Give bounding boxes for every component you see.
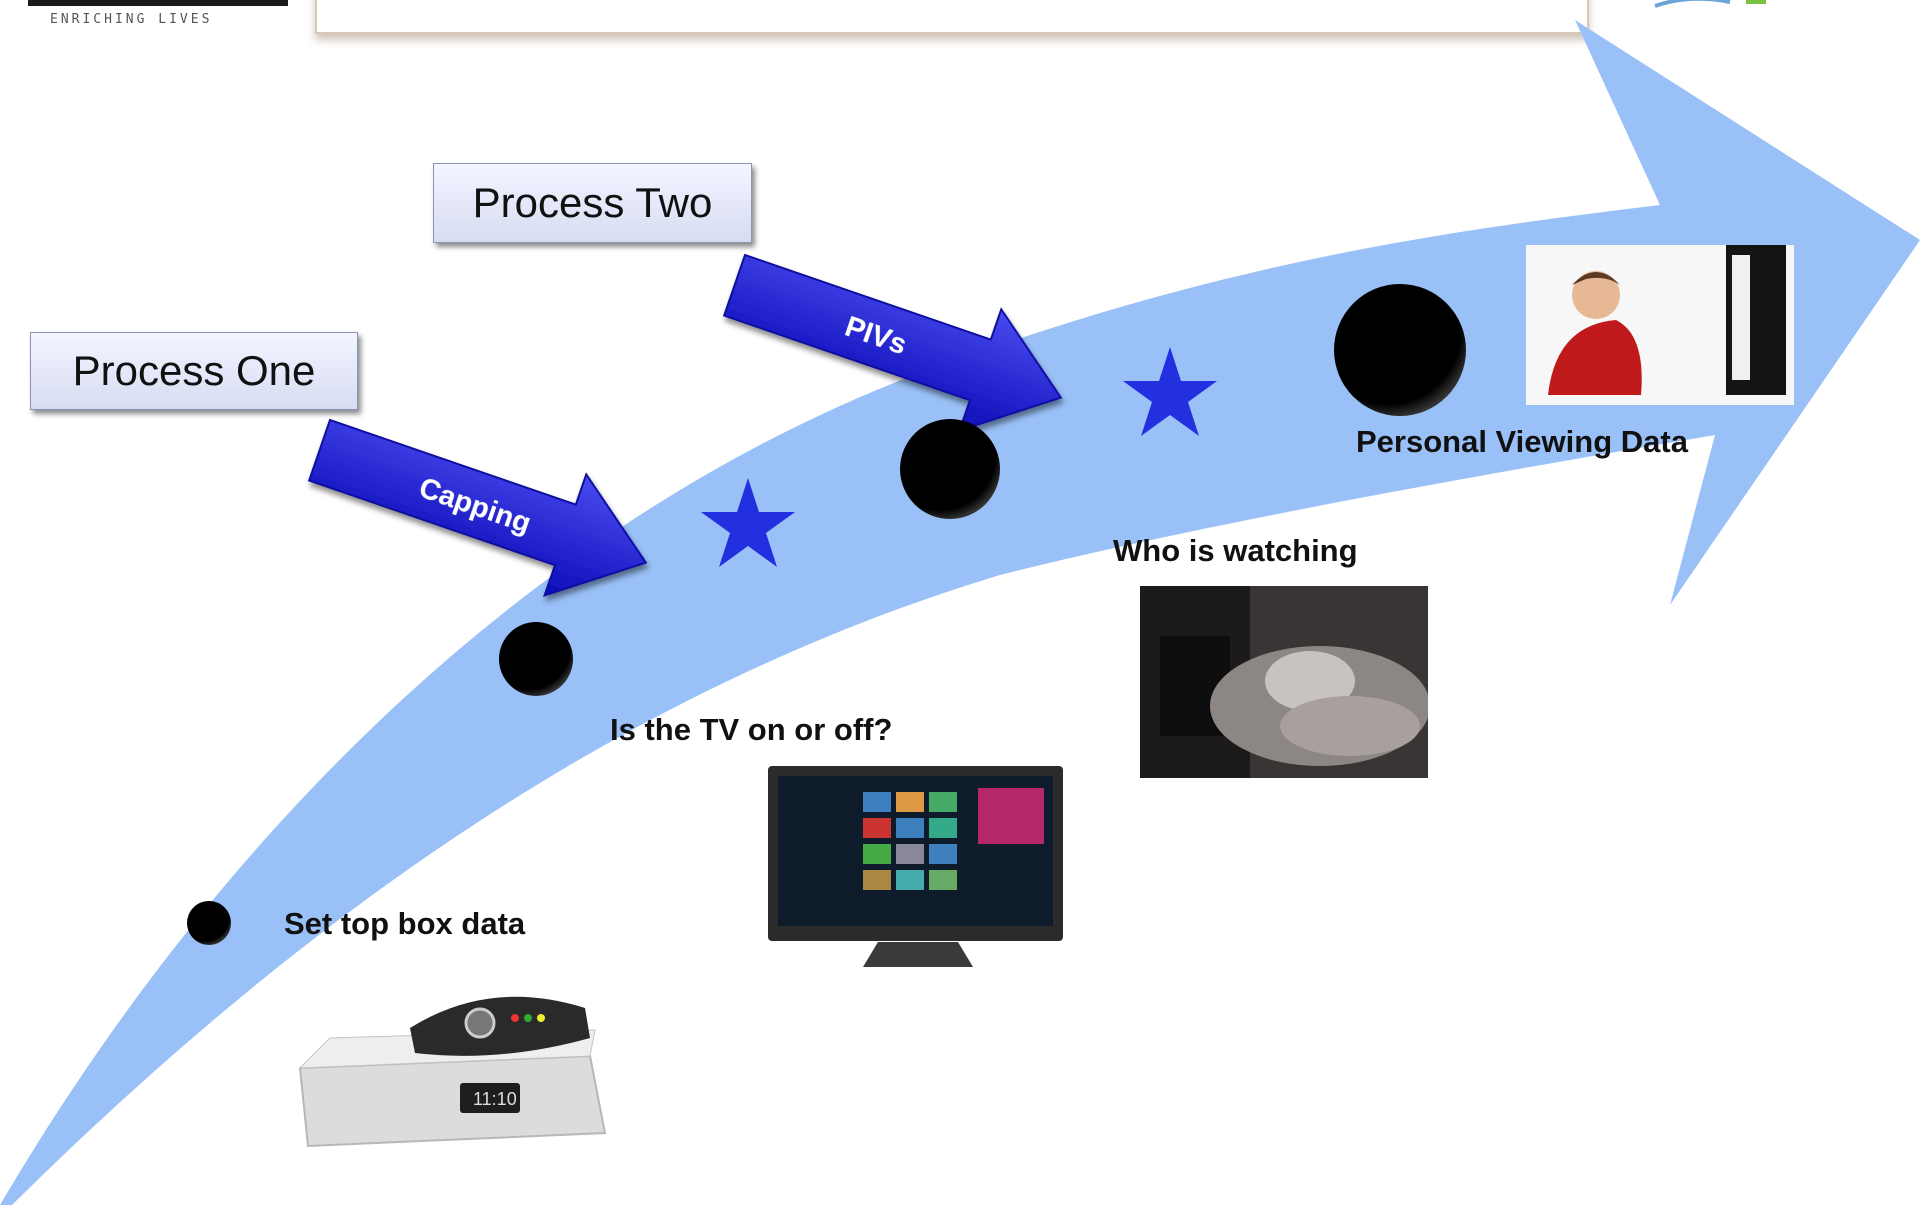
child-watching-tv-photo	[1526, 245, 1794, 405]
logo-tagline: ENRICHING LIVES	[50, 12, 213, 27]
pivs-arrow: PIVs	[722, 253, 1063, 432]
stage-label-personal-viewing: Personal Viewing Data	[1356, 424, 1688, 459]
stage-label-tv-on-off: Is the TV on or off?	[610, 712, 893, 747]
milestone-dot-3	[900, 419, 1000, 519]
milestone-dot-4	[1334, 284, 1466, 416]
logo-mark	[28, 0, 288, 6]
svg-text:11:10: 11:10	[473, 1089, 517, 1109]
stage-label-set-top-box: Set top box data	[284, 906, 526, 941]
tv-photo	[768, 762, 1068, 982]
sleeping-viewer-photo	[1140, 586, 1428, 778]
process-two-box: Process Two	[433, 163, 752, 243]
main-flow-arrow	[0, 20, 1920, 1205]
milestone-dot-1	[187, 901, 231, 945]
set-top-box-photo: 11:10	[290, 968, 620, 1153]
milestone-dot-2	[499, 622, 573, 696]
stage-label-who-watching: Who is watching	[1113, 533, 1358, 568]
star-marker-1	[701, 478, 795, 567]
partner-logo	[1654, 0, 1766, 8]
title-banner	[315, 0, 1589, 34]
process-one-box: Process One	[30, 332, 358, 410]
star-marker-2	[1123, 347, 1217, 436]
